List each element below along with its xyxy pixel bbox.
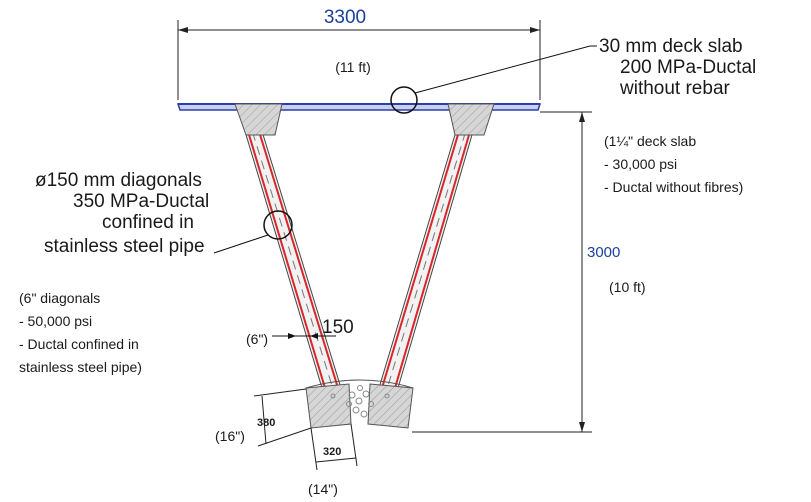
bottom-right-node (367, 383, 414, 429)
node-height-in-label: (16") (215, 428, 245, 444)
diagonal-callout-line3: confined in (102, 212, 194, 233)
diagonal-note-line2: - 50,000 psi (19, 313, 92, 329)
diagonal-callout-line2: 350 MPa-Ductal (73, 191, 209, 212)
deck-callout-line3: without rebar (619, 78, 731, 99)
deck-callout-circle (390, 86, 418, 114)
diagonal-note-line3: - Ductal confined in (19, 336, 139, 352)
width-mm-label: 3300 (324, 7, 366, 28)
node-width-mm-label: 320 (323, 446, 341, 458)
left-diagonal (243, 127, 342, 389)
bottom-left-node (305, 383, 352, 429)
top-left-node (234, 103, 283, 136)
deck-note-line1: (1¼" deck slab (604, 133, 696, 149)
top-right-node (447, 103, 495, 136)
diagonal-note-line4: stainless steel pipe) (19, 359, 142, 375)
deck-callout-line2: 200 MPa-Ductal (620, 57, 756, 78)
diagonal-callout-leader (213, 234, 269, 254)
deck-note-line3: - Ductal without fibres) (604, 179, 743, 195)
bottom-node-arc (305, 379, 414, 389)
width-ft-label: (11 ft) (335, 59, 371, 75)
node-height-mm-label: 380 (257, 417, 275, 429)
height-dimension (412, 111, 592, 433)
diagonal-callout-line4: stainless steel pipe (44, 236, 205, 257)
diagonal-note-line1: (6" diagonals (19, 290, 100, 306)
pipe-in-label: (6") (246, 331, 268, 347)
diagonal-callout-line1: ø150 mm diagonals (35, 170, 202, 191)
deck-callout-leader (414, 45, 597, 94)
node-width-in-label: (14") (308, 481, 338, 497)
height-ft-label: (10 ft) (609, 279, 646, 295)
height-mm-label: 3000 (587, 244, 620, 261)
right-diagonal (378, 127, 475, 389)
diagonal-callout-circle (263, 210, 293, 240)
node-height-dimension (253, 388, 312, 447)
deck-note-line2: - 30,000 psi (604, 156, 677, 172)
pipe-mm-label: 150 (322, 317, 354, 338)
width-dimension (177, 20, 541, 100)
deck-callout-line1: 30 mm deck slab (599, 36, 743, 57)
bottom-node-aggregate (330, 385, 390, 418)
node-width-dimension (310, 423, 358, 471)
